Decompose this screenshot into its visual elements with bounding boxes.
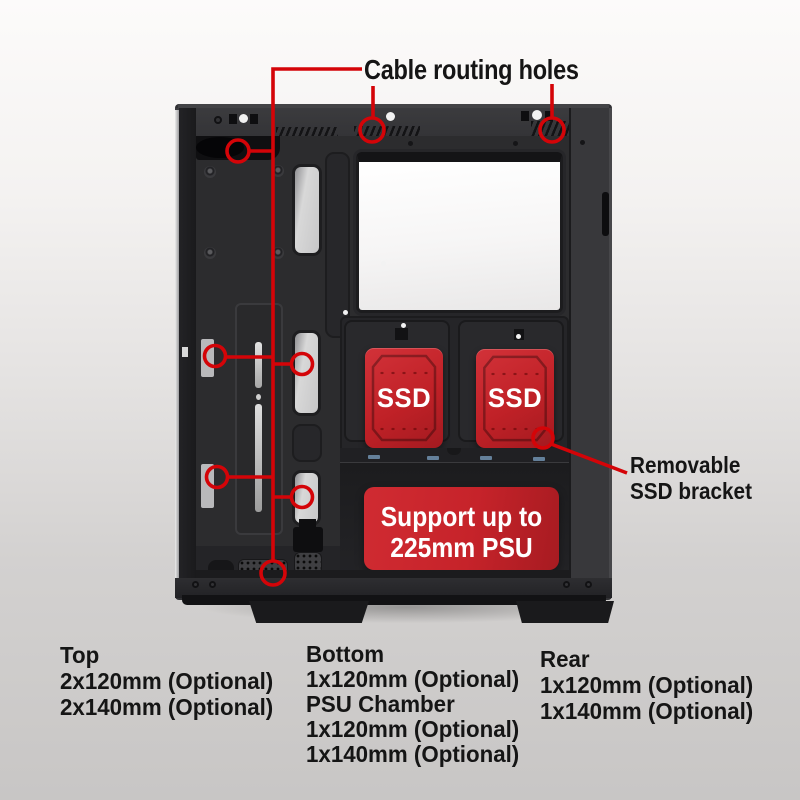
label-removable-ssd-bracket: Removable SSD bracket [630, 452, 752, 504]
cpu-cutout-window [356, 152, 563, 313]
screw-hole [272, 165, 284, 177]
fan-spec-line: Top [60, 642, 100, 668]
fan-spec-line: 1x140mm (Optional) [540, 698, 754, 724]
psu-support-banner: Support up to 225mm PSU [364, 487, 559, 570]
fan-mount-slot [545, 111, 553, 121]
rail-clip [480, 456, 492, 460]
fan-spec-line: 1x140mm (Optional) [306, 741, 520, 767]
fan-spec-line: 2x120mm (Optional) [60, 668, 274, 694]
mount-hole-dot [386, 112, 395, 121]
fan-spec-line: 1x120mm (Optional) [306, 716, 520, 742]
case-foot [516, 601, 614, 623]
psu-banner-line2: 225mm PSU [390, 532, 533, 563]
removable-label-line1: Removable [630, 452, 741, 478]
ssd-drive: SSD [476, 349, 554, 448]
fan-spec-line: Rear [540, 646, 590, 672]
case-top-face [178, 104, 609, 110]
bracket-slot-segment [255, 404, 262, 512]
bottom-rim [182, 595, 606, 605]
fan-spec-line: 1x120mm (Optional) [540, 672, 754, 698]
standoff-hole-dot [401, 323, 406, 328]
cable-grommet-slot [292, 470, 321, 526]
ssd-screw-dots [490, 425, 540, 433]
ssd-octagon-outline [371, 354, 437, 442]
standoff-hole-dot [516, 334, 521, 339]
ssd-drive: SSD [365, 348, 443, 448]
front-fan-hub [196, 137, 244, 158]
gpu-support-bracket [293, 527, 323, 552]
bottom-shadow-strip [196, 570, 569, 578]
rear-frame [569, 108, 609, 578]
screw-hole [204, 247, 216, 259]
rail-clip [368, 455, 380, 459]
standoff-hole-dot [343, 310, 348, 315]
psu-banner-text: Support up to 225mm PSU [376, 487, 548, 563]
cable-cutout [292, 424, 322, 462]
fan-spec-column-rear: Rear 1x120mm (Optional) 1x140mm (Optiona… [540, 646, 760, 724]
fan-mount-slot [229, 114, 237, 124]
fan-spec-line: 2x140mm (Optional) [60, 694, 274, 720]
rail-clip [427, 456, 439, 460]
ssd-screw-dots [490, 370, 540, 378]
bracket-slot-segment [255, 342, 262, 388]
removable-label-line2: SSD bracket [630, 478, 752, 504]
standoff-hole-dot [381, 261, 386, 266]
rail-notch [447, 448, 461, 455]
rim-screw-ring [563, 581, 570, 588]
mount-hole-dot [239, 114, 248, 123]
fan-mount-slot [250, 114, 258, 124]
rail-clip [533, 457, 545, 461]
screw-hole [204, 166, 216, 178]
front-cutout-patch [201, 464, 214, 508]
screw-hole [272, 247, 284, 259]
cage-tab [395, 328, 408, 340]
front-panel [179, 108, 196, 580]
rear-io-slot [602, 192, 609, 236]
rim-screw-ring [192, 581, 199, 588]
front-cutout-patch [201, 339, 214, 377]
mount-hole-dot [532, 110, 542, 120]
psu-banner-line1: Support up to [380, 501, 543, 532]
bracket-slot-dot [256, 394, 261, 400]
ssd-rail [340, 448, 569, 462]
cable-grommet-slot [292, 164, 322, 256]
case-foot [249, 601, 369, 623]
ssd-screw-dots [379, 369, 429, 377]
ssd-label: SSD [376, 382, 432, 413]
standoff-dot [513, 141, 518, 146]
front-panel-edge-highlight [175, 110, 179, 578]
fan-spec-line: Bottom [306, 641, 385, 667]
label-cable-routing-holes: Cable routing holes [364, 54, 579, 85]
top-screw-ring-left [214, 116, 222, 124]
fan-spec-line: PSU Chamber [306, 691, 455, 717]
ssd-label: SSD [487, 383, 543, 413]
fan-spec-column-bottom: Bottom 1x120mm (Optional) PSU Chamber 1x… [306, 642, 526, 767]
ssd-screw-dots [379, 425, 429, 433]
fan-mount-slot [521, 111, 529, 121]
rim-screw-ring [585, 581, 592, 588]
rim-screw-ring [209, 581, 216, 588]
rear-outer-edge [609, 108, 612, 578]
cable-grommet-slot [292, 330, 321, 416]
fan-spec-line: 1x120mm (Optional) [306, 666, 520, 692]
top-vent-slots [531, 121, 569, 137]
fan-spec-column-top: Top 2x120mm (Optional) 2x140mm (Optional… [60, 642, 280, 720]
rear-screw-dot [580, 140, 585, 145]
front-panel-mark [182, 347, 188, 357]
standoff-dot [408, 141, 413, 146]
